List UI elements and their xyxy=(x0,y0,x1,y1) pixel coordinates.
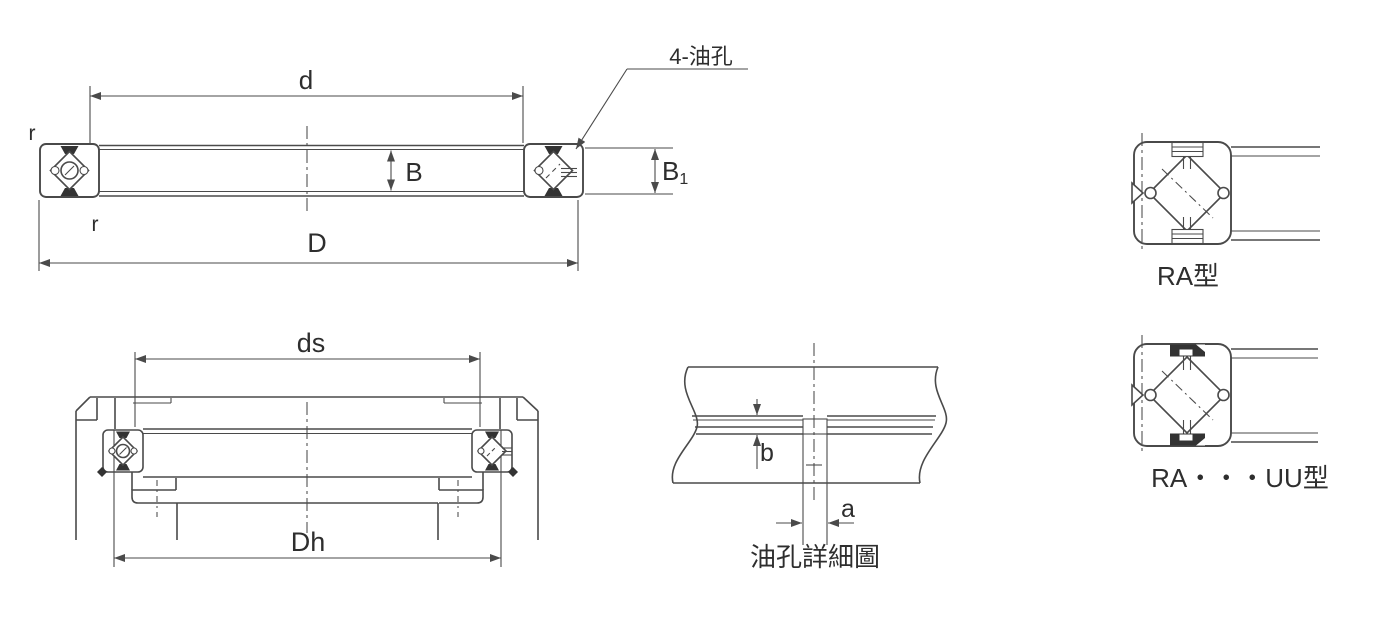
contact-arc xyxy=(534,165,544,176)
dim-label-b: b xyxy=(760,439,774,467)
contact-arc xyxy=(1144,186,1157,200)
variant-ra-label: RA型 xyxy=(1157,261,1219,291)
oil-hole xyxy=(502,447,512,456)
contact-arc xyxy=(108,447,116,455)
roller-diamond xyxy=(1147,153,1227,233)
corner-radius-label-bottom: r xyxy=(92,213,99,236)
oil-hole-callout: 4-油孔 xyxy=(575,44,748,150)
oil-hole-detail-view: b a 油孔詳細圖 xyxy=(671,343,948,572)
corner-seal-tab xyxy=(97,467,107,477)
ring-extension-lines xyxy=(1231,146,1320,241)
retainer-bottom xyxy=(544,188,563,196)
retainer-top xyxy=(544,146,563,154)
bearing-block-right xyxy=(523,143,584,198)
outer-ring-section xyxy=(523,143,584,198)
dimension-b: b xyxy=(753,399,774,469)
variant-ra-uu-label: RA・・・UU型 xyxy=(1151,463,1329,493)
ring-silhouette-lines xyxy=(99,144,524,197)
bearing-section xyxy=(102,429,144,473)
bearing-block-left xyxy=(39,143,100,198)
outer-ring-section xyxy=(39,143,100,198)
roller-diamond xyxy=(1147,355,1227,435)
retainer-bottom xyxy=(60,188,79,196)
dimension-a: a xyxy=(776,495,855,527)
section-view: d D B B1 r r 4-油孔 xyxy=(29,44,748,271)
contact-arc xyxy=(79,165,89,176)
housing-shaft-outline xyxy=(75,396,539,567)
dimension-d: d xyxy=(89,65,524,143)
retainer-bottom xyxy=(485,464,499,471)
oil-hole-detail-caption: 油孔詳細圖 xyxy=(750,542,880,572)
dimension-Dh: Dh xyxy=(114,527,501,562)
part-outline xyxy=(671,343,948,545)
contact-arc xyxy=(50,165,60,176)
roller-highlight xyxy=(64,165,75,176)
variant-ra-uu: RA・・・UU型 xyxy=(1131,335,1329,493)
retainer-top xyxy=(485,431,499,438)
dim-label-D: D xyxy=(307,228,327,258)
oil-hole-counterbore xyxy=(802,418,828,435)
roller-highlight xyxy=(119,447,127,455)
contact-arc xyxy=(1144,388,1157,402)
dim-label-B1: B1 xyxy=(662,156,688,188)
corner-radius-label-top: r xyxy=(29,122,36,145)
contact-arc xyxy=(130,447,138,455)
contact-arc xyxy=(1217,388,1230,402)
contact-arc xyxy=(1217,186,1230,200)
mounted-block-right xyxy=(471,429,518,477)
break-line-left xyxy=(671,366,699,484)
spacer-bottom xyxy=(1171,217,1204,245)
ring-split-notch xyxy=(1131,383,1145,407)
dimension-B: B xyxy=(381,148,423,193)
seal-top xyxy=(1170,344,1205,370)
dimension-ds: ds xyxy=(134,328,481,427)
retainer-top xyxy=(116,431,130,438)
ring-split-notch xyxy=(1131,181,1145,205)
dim-label-a: a xyxy=(841,495,855,523)
dim-label-ds: ds xyxy=(297,328,326,358)
roller-axis xyxy=(545,163,561,179)
retainer-top xyxy=(60,146,79,154)
oil-hole-callout-label: 4-油孔 xyxy=(669,44,733,69)
contact-arc xyxy=(477,447,485,455)
dimension-B1: B1 xyxy=(585,147,688,195)
roller-axis xyxy=(1161,168,1214,219)
dim-label-d: d xyxy=(299,65,313,95)
variant-ra: RA型 xyxy=(1131,133,1320,291)
dim-label-B: B xyxy=(405,157,422,187)
mounting-view: ds Dh xyxy=(75,328,539,567)
roller-axis xyxy=(1161,370,1214,421)
oil-hole xyxy=(561,167,577,178)
corner-seal-tab xyxy=(508,467,518,477)
spacer-top xyxy=(1171,141,1204,169)
break-line-right xyxy=(918,366,948,484)
ring-extension-lines xyxy=(1231,348,1318,443)
dimension-D: D xyxy=(38,200,579,271)
mounted-block-left xyxy=(97,429,144,477)
roller-axis xyxy=(486,445,498,457)
seal-bottom xyxy=(1170,420,1205,446)
retainer-bottom xyxy=(116,464,130,471)
dim-label-Dh: Dh xyxy=(291,527,326,557)
